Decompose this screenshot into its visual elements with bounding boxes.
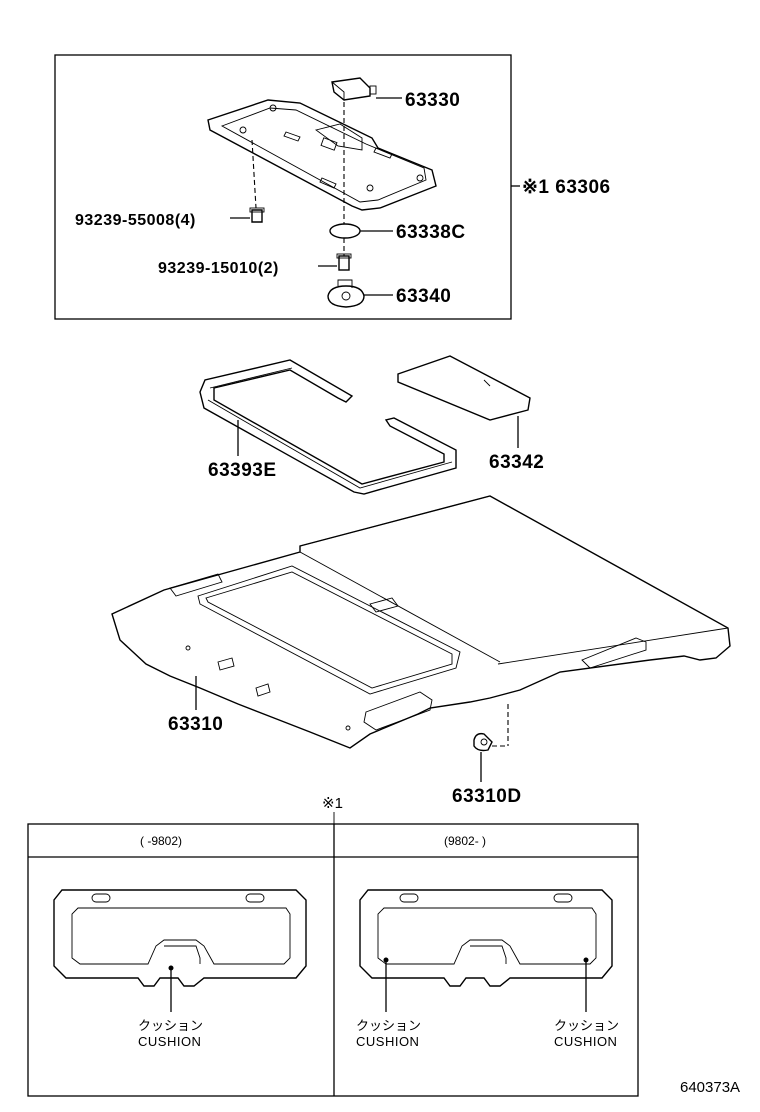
part-label-63342: 63342 (489, 452, 544, 473)
clip-63310d (473, 732, 493, 752)
cushion-en-left: CUSHION (138, 1034, 201, 1049)
col-left-header: ( -9802) (140, 834, 182, 848)
part-label-63330: 63330 (405, 90, 460, 111)
bracket-assembly (207, 99, 437, 211)
cushion-en-right-1: CUSHION (356, 1034, 419, 1049)
headliner-outline-left (53, 889, 307, 987)
part-label-63393e: 63393E (208, 460, 277, 481)
weatherstrip-part (199, 359, 457, 495)
clip-part (327, 279, 365, 308)
variant-table (27, 823, 639, 1097)
part-label-55008: 93239-55008(4) (75, 212, 196, 229)
cushion-jp-left: クッション (138, 1019, 203, 1034)
col-right-header: (9802- ) (444, 834, 486, 848)
washer-part (329, 223, 361, 239)
part-label-15010: 93239-15010(2) (158, 260, 279, 277)
headliner-part (111, 495, 731, 749)
lamp-part (331, 77, 402, 101)
part-label-63338c: 63338C (396, 222, 466, 243)
cushion-jp-right-1: クッション (356, 1019, 421, 1034)
cushion-jp-right-2: クッション (554, 1019, 619, 1034)
table-marker: ※1 (322, 795, 343, 812)
screw-15010 (336, 253, 352, 271)
headliner-outline-right (359, 889, 613, 987)
part-label-63306: ※1 63306 (522, 177, 611, 198)
sub-assembly-box (54, 54, 512, 320)
part-label-63310d: 63310D (452, 786, 522, 807)
sunshade-part (397, 355, 531, 421)
part-label-63310: 63310 (168, 714, 223, 735)
diagram-reference: 640373A (680, 1079, 740, 1096)
part-label-63340: 63340 (396, 286, 451, 307)
screw-55008 (249, 207, 265, 223)
cushion-en-right-2: CUSHION (554, 1034, 617, 1049)
